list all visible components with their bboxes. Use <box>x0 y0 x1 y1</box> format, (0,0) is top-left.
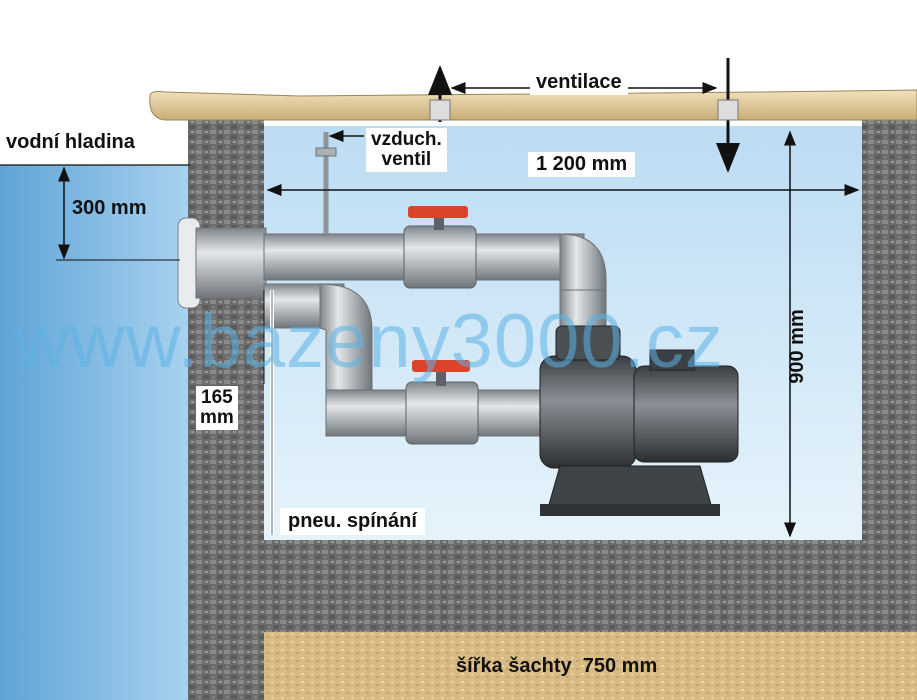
upper-valve-body <box>403 225 477 289</box>
skimmer-body <box>195 227 267 299</box>
motor-terminal-box <box>649 349 695 371</box>
upper-valve-handle[interactable] <box>408 206 468 218</box>
right-wall <box>862 118 917 700</box>
pool-water <box>0 165 190 700</box>
upper-valve-stem <box>434 212 444 230</box>
sand-layer <box>264 632 917 700</box>
lower-valve-handle[interactable] <box>412 360 470 372</box>
width-1200-label: 1 200 mm <box>528 152 636 177</box>
air-valve-cap <box>315 147 337 157</box>
depth-300-label: 300 mm <box>72 197 147 219</box>
water-level-label: vodní hladina <box>0 130 141 155</box>
pneumatic-switch-label: pneu. spínání <box>280 508 425 535</box>
watermark: www.bazeny3000.cz <box>14 299 724 384</box>
pump-top-flange <box>555 325 621 361</box>
ventilation-label: ventilace <box>530 70 628 95</box>
shaft-width-label: šířka šachty 750 mm <box>456 655 658 677</box>
vent-left-duct <box>429 99 451 121</box>
height-900-label: 900 mm <box>785 309 808 384</box>
lower-valve-body <box>405 381 479 445</box>
depth-165-label: 165 mm <box>196 386 238 430</box>
lower-valve-stem <box>436 368 446 386</box>
pump-footplate <box>540 504 720 516</box>
vent-right-duct <box>717 99 739 121</box>
air-valve-label: vzduch. ventil <box>366 128 447 172</box>
pump-feet <box>547 465 713 509</box>
chamber-floor <box>264 540 864 632</box>
